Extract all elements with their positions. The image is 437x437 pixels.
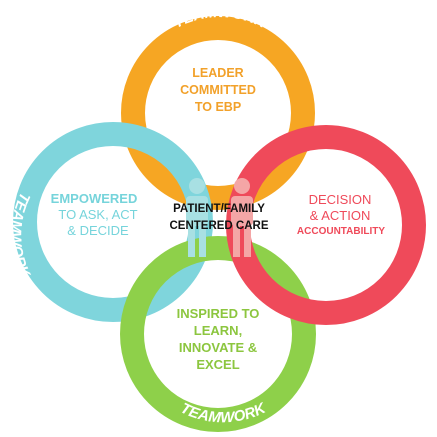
- bottom-label-line-3: INNOVATE &: [179, 340, 257, 355]
- top-label-line-1: LEADER: [192, 66, 243, 80]
- top-label-line-3: TO EBP: [195, 100, 241, 114]
- center-label-line-1: PATIENT/FAMILY: [173, 203, 265, 215]
- top-label-line-2: COMMITTED: [180, 83, 256, 97]
- top-ring: [121, 16, 315, 210]
- center-label-line-2: CENTERED CARE: [169, 220, 268, 232]
- bottom-label-line-1: INSPIRED TO: [177, 306, 260, 321]
- left-label-line-1: TO ASK, ACT: [58, 207, 137, 222]
- bottom-label-line-4: EXCEL: [196, 357, 239, 372]
- bottom-label-line-2: LEARN,: [194, 323, 242, 338]
- bottom-ring: [120, 236, 316, 432]
- left-label-bold: EMPOWERED: [51, 191, 138, 206]
- right-label-line-1: DECISION: [309, 192, 372, 207]
- right-label-line-2: & ACTION: [310, 208, 371, 223]
- patient-family-icon: [186, 178, 253, 257]
- left-label-line-2: & DECIDE: [67, 223, 129, 238]
- right-label-bold: ACCOUNTABILITY: [297, 226, 385, 237]
